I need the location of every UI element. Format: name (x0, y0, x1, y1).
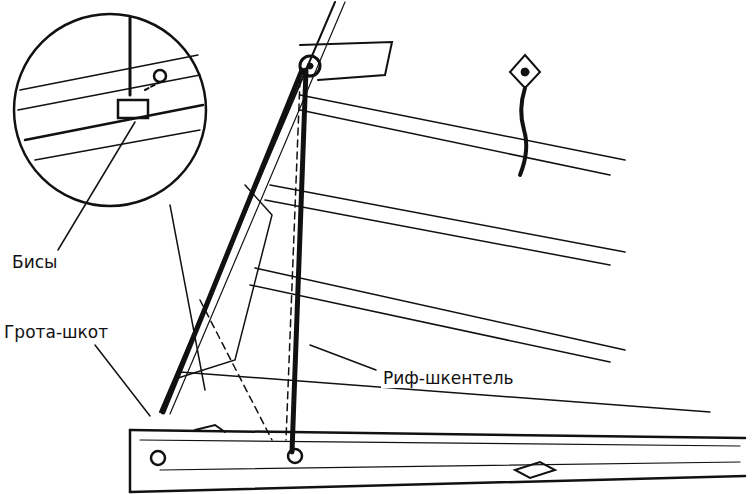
boom (130, 425, 745, 492)
detail-magnifier (14, 14, 206, 206)
reef-pendant-dashed (200, 300, 272, 440)
reef-pendant-dashed (286, 80, 300, 440)
part-label: Бисы (10, 252, 59, 272)
sail-edge (178, 185, 272, 378)
reef-point (510, 55, 540, 175)
part-label: Грота-шкот (2, 322, 110, 342)
gaff-fitting (300, 42, 392, 80)
sail-seams (180, 95, 710, 412)
reef-pendant (292, 70, 306, 452)
part-label: Риф-шкентель (381, 368, 516, 388)
leader-lines (58, 122, 376, 416)
